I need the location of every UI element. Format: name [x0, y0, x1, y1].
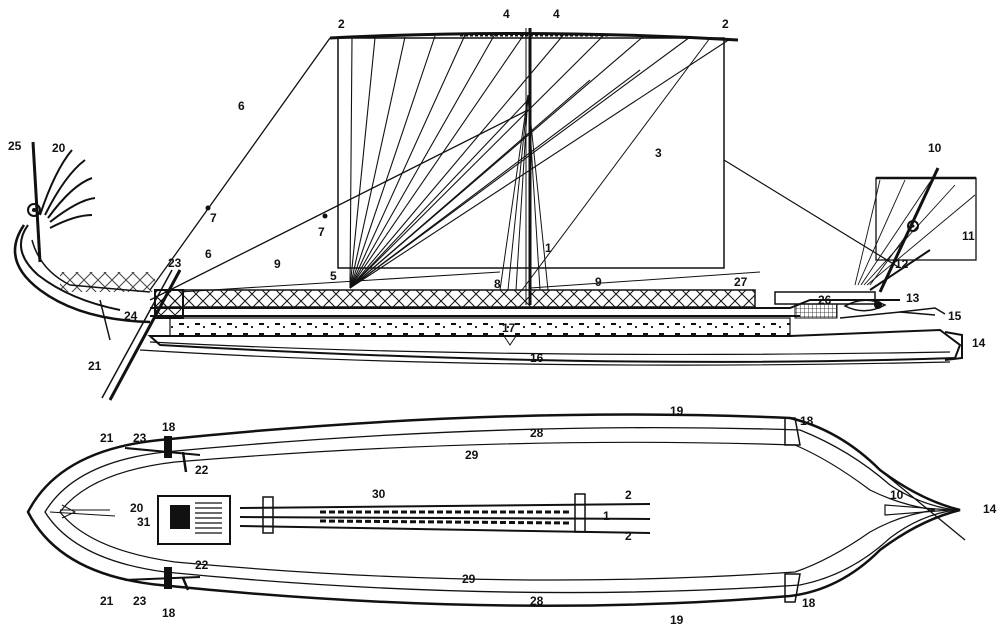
label-21-side: 21 [88, 359, 102, 373]
label-18-bottom-left: 18 [162, 606, 176, 620]
oar-ports [169, 317, 791, 337]
label-29-top: 29 [465, 448, 479, 462]
steering-oar [108, 269, 182, 401]
label-20-side: 20 [52, 141, 66, 155]
label-4-left: 4 [503, 7, 510, 21]
label-14-top: 14 [983, 502, 997, 516]
label-23-side: 23 [168, 256, 182, 270]
deck-house [157, 495, 231, 545]
side-view [13, 28, 977, 401]
backstay [723, 159, 901, 269]
label-1-top: 1 [603, 509, 610, 523]
brail-lines [349, 32, 731, 289]
label-18-top-right: 18 [800, 414, 814, 428]
label-1-side: 1 [545, 241, 552, 255]
label-19-bottom: 19 [670, 613, 684, 627]
label-18-bottom-right: 18 [802, 596, 816, 610]
label-2-bottom: 2 [625, 529, 632, 543]
forestay-lower [149, 109, 529, 301]
gangway [239, 503, 651, 534]
top-view [26, 413, 966, 607]
label-10-side: 10 [928, 141, 942, 155]
label-8: 8 [494, 277, 501, 291]
label-25: 25 [8, 139, 22, 153]
label-30: 30 [372, 487, 386, 501]
hull [147, 328, 962, 363]
stern-aphlaston [19, 149, 121, 311]
label-4-right: 4 [553, 7, 560, 21]
main-yard [329, 31, 739, 42]
label-13: 13 [906, 291, 920, 305]
label-21-top: 21 [100, 431, 114, 445]
label-20-top: 20 [130, 501, 144, 515]
label-16: 16 [530, 351, 544, 365]
bow-grating [794, 303, 838, 319]
label-26: 26 [818, 293, 832, 307]
label-24: 24 [124, 309, 138, 323]
deck-railing [154, 289, 756, 308]
label-7-left: 7 [210, 211, 217, 225]
ram [944, 331, 963, 361]
halyard-lines [499, 37, 711, 291]
label-10-top: 10 [890, 488, 904, 502]
label-9-left: 9 [274, 257, 281, 271]
label-6-lower: 6 [205, 247, 212, 261]
forestay-upper [149, 37, 331, 291]
label-18-top-left: 18 [162, 420, 176, 434]
label-3: 3 [655, 146, 662, 160]
label-6-upper: 6 [238, 99, 245, 113]
label-19-top: 19 [670, 404, 684, 418]
label-2-top: 2 [625, 488, 632, 502]
label-11: 11 [962, 229, 975, 243]
label-2-right: 2 [722, 17, 729, 31]
label-12: 12 [895, 257, 909, 271]
label-9-right: 9 [595, 275, 602, 289]
label-15: 15 [948, 309, 962, 323]
stern-staff [31, 141, 42, 263]
deck-plan-outline [26, 413, 961, 607]
label-22-top: 22 [195, 463, 209, 477]
labels: 2 4 4 2 6 3 25 20 10 7 7 11 1 6 12 23 9 … [8, 7, 997, 627]
label-28-top: 28 [530, 426, 544, 440]
label-14-side: 14 [972, 336, 986, 350]
label-5: 5 [330, 269, 337, 283]
label-29-bottom: 29 [462, 572, 476, 586]
label-22-bottom: 22 [195, 558, 209, 572]
label-28-bottom: 28 [530, 594, 544, 608]
label-23-top: 23 [133, 431, 147, 445]
label-23-bottom: 23 [133, 594, 147, 608]
label-21-bottom: 21 [100, 594, 114, 608]
label-27: 27 [734, 275, 748, 289]
eye [843, 299, 887, 312]
label-17: 17 [502, 321, 516, 335]
label-7-right: 7 [318, 225, 325, 239]
label-31: 31 [137, 515, 151, 529]
label-2-left: 2 [338, 17, 345, 31]
